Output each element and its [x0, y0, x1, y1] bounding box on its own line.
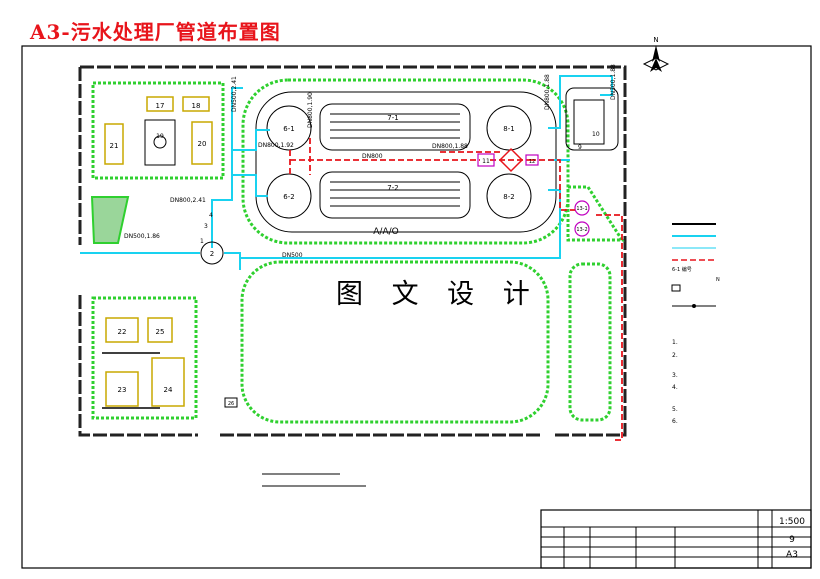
svg-text:10: 10	[592, 131, 600, 138]
title-block	[540, 509, 812, 569]
unit-8-2	[486, 173, 532, 219]
sheet-size: A3	[786, 550, 798, 560]
unit-13-area: 13-1 13-2	[566, 185, 625, 242]
sludge-pipes	[289, 138, 623, 441]
svg-text:3.: 3.	[672, 372, 678, 379]
svg-text:DN800,1.90: DN800,1.90	[307, 92, 314, 128]
design-notes: 1. 2. 3. 4. 5. 6.	[672, 339, 678, 425]
svg-text:6.: 6.	[672, 418, 678, 425]
svg-text:N: N	[716, 277, 720, 283]
svg-text:DN800,1.92: DN800,1.92	[258, 142, 294, 149]
unit-17	[146, 96, 174, 112]
north-arrow: N	[642, 36, 670, 72]
svg-text:8-2: 8-2	[503, 193, 514, 201]
svg-text:6-1 编号: 6-1 编号	[672, 266, 692, 273]
svg-text:7-1: 7-1	[387, 114, 398, 122]
building-block-lower-left: 22 25 23 24	[91, 296, 198, 420]
svg-text:13-2: 13-2	[576, 227, 587, 233]
building-block-upper-left: 17 18 21 19 20	[91, 81, 225, 180]
svg-text:DN500,2.41: DN500,2.41	[231, 76, 238, 112]
serpentine-tank-7-2	[319, 171, 471, 219]
svg-text:DN300,1.88: DN300,1.88	[610, 64, 617, 100]
outer-frame	[21, 45, 812, 569]
svg-text:DN800,2.41: DN800,2.41	[170, 197, 206, 204]
unit-11	[477, 153, 495, 167]
svg-text:6-2: 6-2	[283, 193, 294, 201]
scale-value: 1:500	[779, 517, 805, 527]
svg-text:N: N	[653, 36, 658, 44]
svg-text:8-1: 8-1	[503, 125, 514, 133]
label-22: 22	[118, 328, 127, 336]
label-19: 19	[156, 133, 164, 140]
site-boundary	[78, 65, 627, 437]
svg-text:5.: 5.	[672, 406, 678, 413]
legend: 6-1 编号 N	[671, 223, 720, 308]
sheet-number: 9	[789, 535, 795, 545]
distribution-well	[498, 147, 524, 173]
label-21: 21	[110, 142, 119, 150]
label-25: 25	[156, 328, 165, 336]
svg-text:11: 11	[482, 158, 490, 165]
treatment-zone: 6-1 6-2 8-1 8-2 7-1 7-2 A/A/O	[241, 78, 570, 245]
svg-text:4.: 4.	[672, 384, 678, 391]
lawn-right	[568, 262, 612, 422]
svg-text:1.: 1.	[672, 339, 678, 346]
unit-18	[182, 96, 210, 112]
svg-text:DN800: DN800	[362, 153, 383, 160]
svg-text:1: 1	[200, 238, 204, 245]
label-20: 20	[198, 140, 207, 148]
lawn-central	[240, 260, 550, 424]
water-pipes	[80, 75, 613, 270]
process-label: A/A/O	[373, 227, 398, 237]
svg-text:4: 4	[209, 212, 213, 219]
watermark-text: 图 文 设 计	[336, 279, 540, 310]
unit-12	[525, 154, 539, 166]
pipe-labels: DN500,2.41 DN800,2.41 DN500,1.86 DN500 D…	[124, 64, 617, 259]
svg-text:2.: 2.	[672, 352, 678, 359]
unit-6-1	[266, 105, 312, 151]
unit-19	[144, 119, 176, 166]
unit-21	[104, 123, 124, 165]
svg-text:DN500: DN500	[282, 252, 303, 259]
svg-text:DN800,1.88: DN800,1.88	[544, 74, 551, 110]
svg-text:26: 26	[228, 401, 234, 407]
svg-text:13-1: 13-1	[576, 206, 587, 212]
serpentine-tank-7-1	[319, 103, 471, 151]
green-triangle-area	[90, 196, 130, 244]
label-17: 17	[156, 102, 165, 110]
unit-9-10-area: 9 10	[565, 87, 619, 151]
svg-text:7-2: 7-2	[387, 184, 398, 192]
svg-text:12: 12	[529, 159, 535, 165]
svg-text:DN800,1.88: DN800,1.88	[432, 143, 468, 150]
unit-26	[224, 397, 238, 408]
svg-text:9: 9	[578, 144, 582, 151]
label-23: 23	[118, 386, 127, 394]
label-18: 18	[192, 102, 201, 110]
label-24: 24	[164, 386, 173, 394]
svg-text:3: 3	[204, 223, 208, 230]
unit-20	[191, 121, 213, 165]
svg-text:6-1: 6-1	[283, 125, 294, 133]
unit-2	[200, 241, 224, 265]
svg-text:2: 2	[210, 250, 214, 258]
svg-text:DN500,1.86: DN500,1.86	[124, 233, 160, 240]
drawing-title: A3-污水处理厂管道布置图	[30, 20, 281, 44]
